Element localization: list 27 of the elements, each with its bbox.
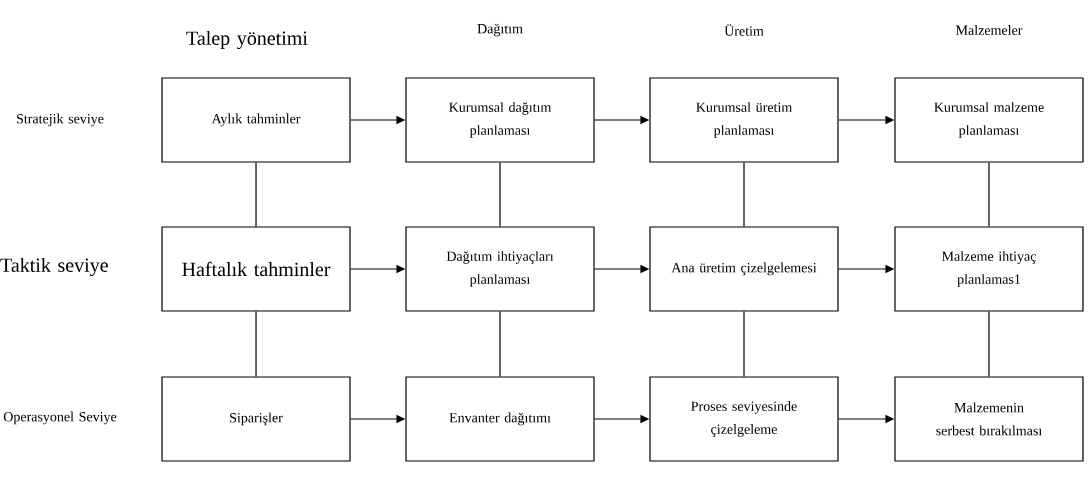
connector-line (743, 162, 745, 227)
process-box: Kurumsal dağıtım planlaması (405, 77, 595, 163)
heading: Talep yönetimi (186, 30, 308, 50)
process-box: Ana üretim çizelgelemesi (649, 226, 839, 312)
process-box: Malzeme ihtiyaç planlamas1 (894, 226, 1084, 312)
connector-line (255, 311, 257, 377)
process-box: Aylık tahminler (161, 77, 351, 163)
connector-line (743, 311, 745, 377)
process-box: Haftalık tahminler (161, 226, 351, 312)
process-box: Proses seviyesinde çizelgeleme (649, 376, 839, 462)
process-box: Envanter dağıtımı (405, 376, 595, 462)
process-box: Malzemenin serbest bırakılması (894, 376, 1084, 462)
connector-line (988, 162, 990, 227)
connector-line (499, 162, 501, 227)
heading: Üretim (724, 24, 764, 36)
process-box: Kurumsal üretim planlaması (649, 77, 839, 163)
connector-line (988, 311, 990, 377)
process-box: Dağıtım ihtiyaçları planlaması (405, 226, 595, 312)
heading: Taktik seviye (0, 257, 108, 277)
heading: Dağıtım (477, 23, 523, 37)
heading: Operasyonel Seviye (3, 411, 117, 425)
connector-line (255, 162, 257, 227)
heading: Stratejik seviye (17, 113, 104, 127)
connector-line (499, 311, 501, 377)
process-box: Siparişler (161, 376, 351, 462)
heading: Malzemeler (956, 25, 1023, 35)
process-box: Kurumsal malzeme planlaması (894, 77, 1084, 163)
